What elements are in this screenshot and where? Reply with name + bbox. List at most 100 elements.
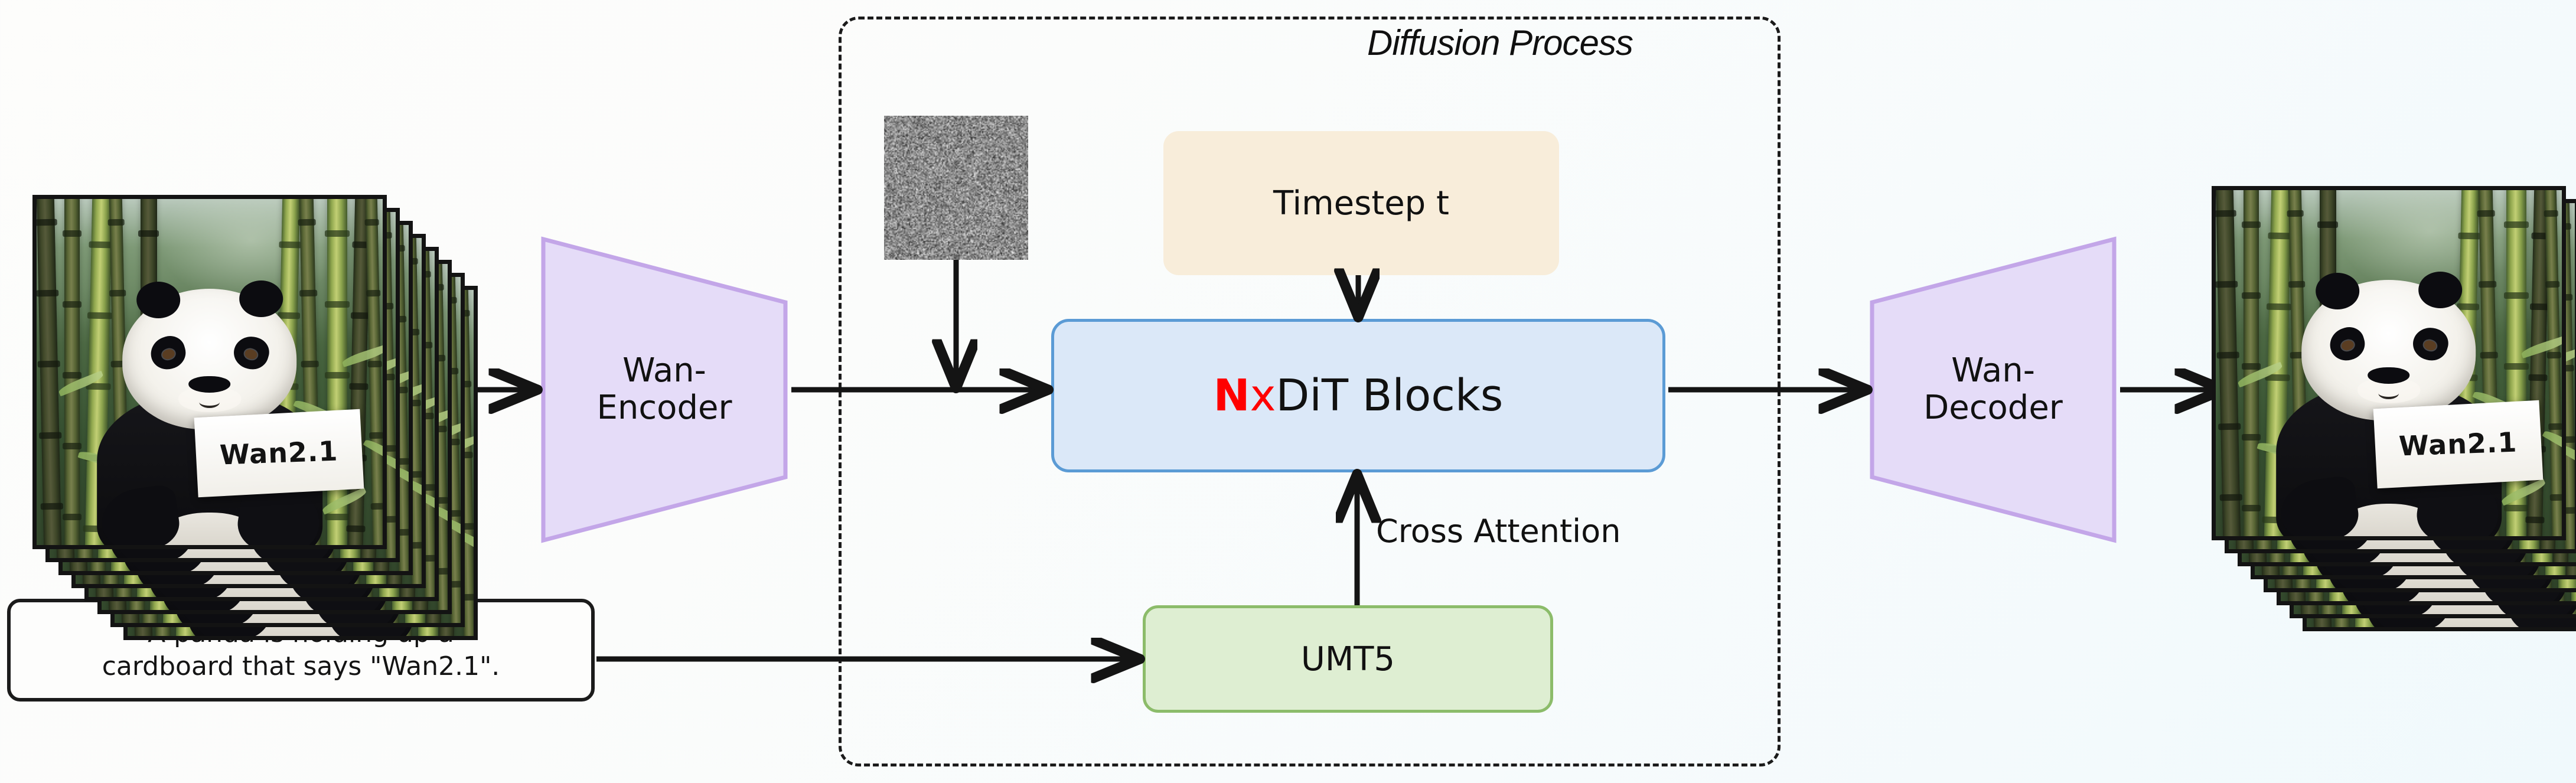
- cane-node: [298, 218, 316, 226]
- panda-nose: [188, 376, 231, 393]
- cane-node: [367, 360, 382, 368]
- cane-node: [2504, 221, 2529, 228]
- panda-right-eye-patch: [2409, 324, 2452, 364]
- cane-node: [62, 514, 81, 521]
- wan-decoder-node[interactable]: Wan- Decoder: [1869, 236, 2117, 543]
- panda-left-arm: [2277, 474, 2362, 536]
- cane-node: [2504, 363, 2529, 370]
- panda-head: [122, 280, 297, 430]
- input-video-frame-stack: Wan2.1Wan2.1Wan2.1Wan2.1Wan2.1Wan2.1Wan2…: [32, 195, 478, 640]
- panda-right-pupil: [2423, 339, 2437, 352]
- cane-node: [366, 289, 381, 297]
- panda-photo: Wan2.1: [37, 199, 383, 545]
- cane-node: [2545, 280, 2560, 288]
- video-frame: Wan2.1: [2212, 186, 2566, 540]
- panda-head: [2301, 272, 2476, 421]
- cross-attention-label: Cross Attention: [1376, 513, 1621, 550]
- dit-repeat-count: N: [1213, 370, 1250, 421]
- bamboo-cane: [62, 199, 81, 545]
- cane-node: [2528, 374, 2548, 381]
- cane-node: [364, 218, 379, 226]
- cane-node: [37, 289, 58, 297]
- cane-node: [2287, 210, 2304, 217]
- gaussian-noise-icon: [884, 116, 1028, 260]
- cane-node: [62, 443, 81, 450]
- cane-node: [325, 514, 350, 521]
- cane-node: [349, 383, 369, 390]
- umt5-text-encoder-node[interactable]: UMT5: [1143, 605, 1553, 713]
- cane-node: [325, 372, 350, 379]
- cane-node: [40, 503, 63, 510]
- cane-node: [2477, 210, 2495, 217]
- cane-node: [2504, 505, 2529, 512]
- video-frame: Wan2.1: [32, 195, 387, 549]
- cane-node: [62, 230, 81, 237]
- cardboard-sign-text: Wan2.1: [2398, 426, 2518, 463]
- cane-node: [2504, 292, 2529, 299]
- decoder-trapezoid-shape: [1870, 236, 2117, 543]
- cane-node: [2241, 434, 2261, 441]
- cane-node: [2241, 363, 2261, 370]
- cane-node: [2458, 232, 2481, 239]
- diffusion-process-title: Diffusion Process: [1367, 23, 1633, 63]
- cane-node: [2548, 422, 2562, 430]
- cane-node: [2218, 422, 2241, 430]
- dit-blocks-label: NxDiT Blocks: [1214, 370, 1504, 421]
- cane-node: [2216, 351, 2239, 359]
- cane-node: [37, 218, 57, 226]
- panda-mouth: [2378, 387, 2399, 399]
- timestep-label: Timestep t: [1273, 184, 1449, 223]
- panda-right-pupil: [244, 348, 258, 361]
- cane-node: [138, 230, 159, 237]
- panda-left-ear: [2316, 273, 2359, 310]
- cane-node: [37, 360, 60, 368]
- cane-node: [369, 431, 383, 439]
- cane-node: [2543, 210, 2558, 217]
- cane-node: [2525, 516, 2545, 523]
- wan-decoder-label: Wan- Decoder: [1923, 351, 2063, 427]
- cane-node: [325, 301, 350, 308]
- cane-node: [370, 503, 383, 510]
- cane-node: [2530, 303, 2549, 311]
- panda-left-arm: [97, 483, 182, 545]
- cane-node: [39, 431, 61, 439]
- cane-node: [2317, 221, 2339, 228]
- dit-multiply-symbol: x: [1250, 370, 1276, 421]
- cane-node: [2546, 351, 2561, 359]
- panda-left-eye-patch: [146, 332, 190, 373]
- panda-right-ear: [2418, 272, 2462, 308]
- cane-node: [62, 301, 81, 308]
- bamboo-cane: [364, 199, 383, 545]
- panda-photo: Wan2.1: [2216, 190, 2562, 536]
- cardboard-sign: Wan2.1: [194, 409, 364, 498]
- panda-mouth: [199, 396, 220, 408]
- bamboo-cane: [2216, 190, 2242, 536]
- umt5-label: UMT5: [1300, 640, 1395, 678]
- panda-left-ear: [136, 282, 180, 319]
- cane-node: [2219, 494, 2242, 501]
- cane-node: [351, 312, 370, 319]
- panda-right-ear: [239, 280, 283, 317]
- dit-blocks-node[interactable]: NxDiT Blocks: [1051, 319, 1665, 472]
- timestep-node[interactable]: Timestep t: [1163, 131, 1559, 275]
- wan-encoder-node[interactable]: Wan- Encoder: [540, 236, 788, 543]
- cane-node: [62, 372, 81, 379]
- bamboo-cane: [37, 199, 63, 545]
- dit-blocks-text: DiT Blocks: [1276, 370, 1504, 421]
- panda-right-eye-patch: [230, 332, 273, 373]
- panda-left-eye-patch: [2326, 324, 2369, 364]
- wan-encoder-label: Wan- Encoder: [596, 351, 732, 427]
- cane-node: [2549, 494, 2562, 501]
- panda-nose: [2368, 367, 2410, 384]
- cane-node: [2216, 210, 2236, 217]
- panda-left-pupil: [2340, 339, 2355, 352]
- bamboo-cane: [2241, 190, 2261, 536]
- cane-node: [2241, 221, 2261, 228]
- bamboo-cane: [2543, 190, 2562, 536]
- cane-node: [346, 525, 366, 532]
- output-video-frame-stack: Wan2.1Wan2.1Wan2.1Wan2.1Wan2.1Wan2.1Wan2…: [2212, 186, 2576, 631]
- panda-left-pupil: [161, 348, 175, 361]
- cane-node: [2241, 505, 2261, 512]
- cane-node: [2216, 280, 2238, 288]
